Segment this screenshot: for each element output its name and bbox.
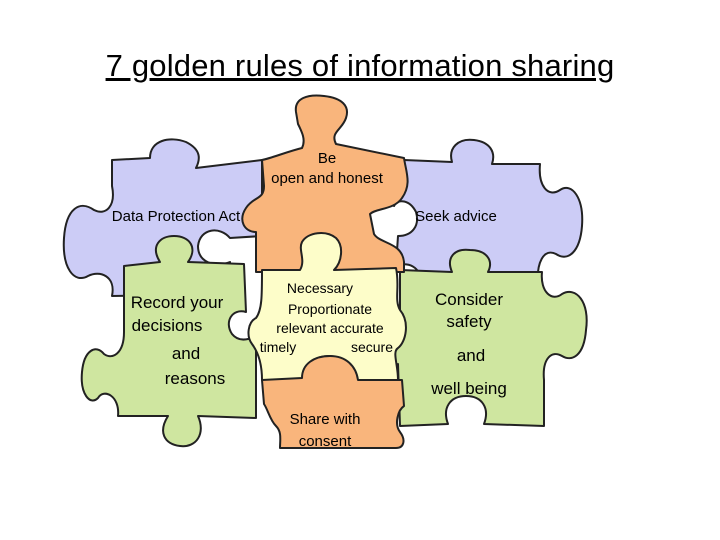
- piece-consider-safety: [376, 250, 587, 426]
- record-line1: Record your: [131, 293, 224, 312]
- share-line1: Share with: [290, 411, 361, 428]
- center-line4-secure: secure: [351, 339, 393, 355]
- center-line3: relevant accurate: [276, 320, 384, 336]
- center-line1: Necessary: [287, 280, 353, 296]
- consider-line2: safety: [446, 312, 492, 331]
- center-line2: Proportionate: [288, 301, 372, 317]
- be-line2: open and honest: [271, 170, 384, 187]
- be-line1: Be: [318, 150, 336, 167]
- data-protection-act-label: Data Protection Act: [112, 208, 241, 225]
- seek-advice-label: Seek advice: [415, 208, 497, 225]
- center-line4-timely: timely: [260, 339, 297, 355]
- share-line2: consent: [299, 433, 352, 450]
- record-line2: decisions: [132, 316, 203, 335]
- consider-line4: well being: [430, 379, 507, 398]
- record-line4: reasons: [165, 369, 225, 388]
- record-line3: and: [172, 344, 200, 363]
- consider-line1: Consider: [435, 290, 503, 309]
- consider-line3: and: [457, 346, 485, 365]
